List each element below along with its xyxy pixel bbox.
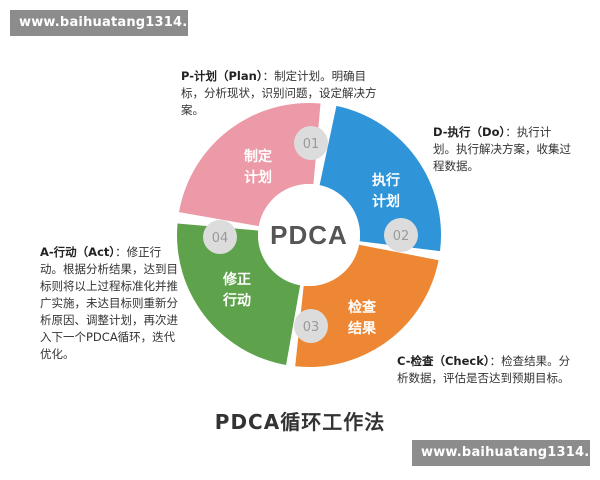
check-label-line2: 结果: [348, 320, 377, 337]
check-label-line1: 检查: [348, 299, 377, 316]
badge-number-check: 03: [303, 320, 320, 335]
description-act: A-行动（Act）：修正行动。根据分析结果，达到目标则将以上过程标准化并推广实施…: [40, 244, 180, 363]
segment-plan: [179, 102, 321, 227]
description-do-heading: D-执行（Do）: [433, 125, 506, 139]
act-label-line2: 行动: [222, 292, 251, 309]
segment-check: [295, 244, 439, 368]
badge-act: 04: [203, 220, 237, 254]
do-label-line2: 计划: [372, 193, 400, 210]
segment-act: [176, 223, 301, 365]
badge-check: 03: [294, 309, 328, 343]
badge-number-do: 02: [393, 229, 410, 244]
description-plan: P-计划（Plan）：制定计划。明确目标，分析现状，识别问题，设定解决方案。: [181, 68, 381, 119]
badge-number-plan: 01: [303, 137, 320, 152]
center-hub: [258, 184, 360, 286]
description-plan-body: ：制定计划。明确目标，分析现状，识别问题，设定解决方案。: [181, 69, 377, 117]
plan-label-line2: 计划: [244, 169, 272, 186]
description-check: C-检查（Check）：检查结果。分析数据，评估是否达到预期目标。: [397, 353, 577, 387]
diagram-title: PDCA循环工作法: [214, 410, 386, 434]
do-label-line1: 执行: [372, 172, 400, 189]
description-act-heading: A-行动（Act）: [40, 245, 116, 259]
act-label-line1: 修正: [222, 271, 251, 288]
segment-do: [319, 105, 442, 252]
description-plan-heading: P-计划（Plan）: [181, 69, 263, 83]
description-do-body: ：执行计划。执行解决方案，收集过程数据。: [433, 125, 571, 173]
watermark-top: www.baihuatang1314.com: [10, 10, 218, 36]
description-act-body: ：修正行动。根据分析结果，达到目标则将以上过程标准化并推广实施，未达目标则重新分…: [40, 245, 178, 361]
plan-label-line1: 制定: [244, 148, 272, 165]
badge-do: 02: [384, 218, 418, 252]
description-check-body: ：检查结果。分析数据，评估是否达到预期目标。: [397, 354, 571, 385]
description-do: D-执行（Do）：执行计划。执行解决方案，收集过程数据。: [433, 124, 573, 175]
badge-number-act: 04: [212, 231, 229, 246]
center-label: PDCA: [270, 220, 348, 250]
description-check-heading: C-检查（Check）: [397, 354, 490, 368]
badge-plan: 01: [294, 126, 328, 160]
watermark-bottom: www.baihuatang1314.com: [412, 440, 600, 466]
